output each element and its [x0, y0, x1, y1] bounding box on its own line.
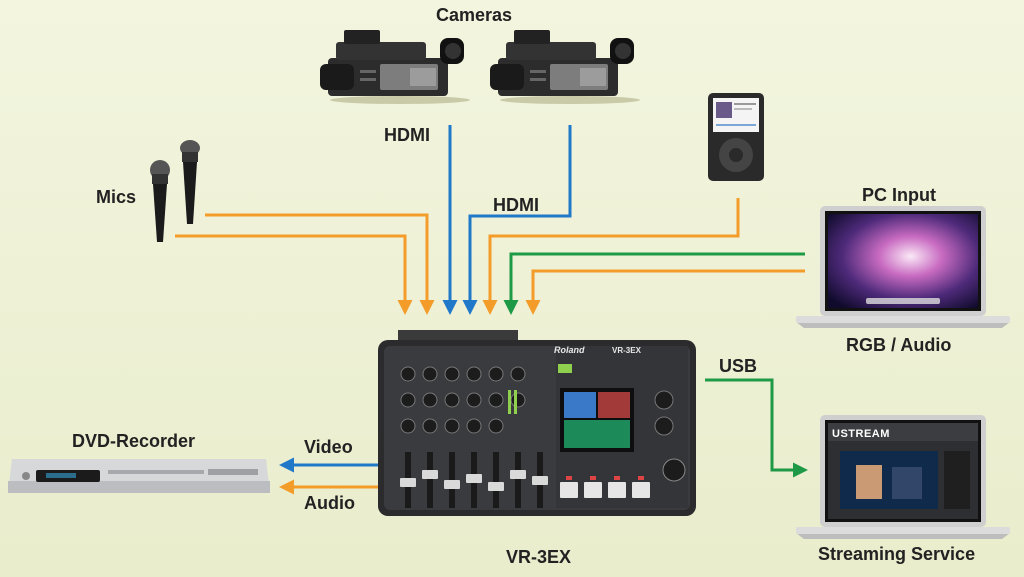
hdmi-label: HDMI: [384, 125, 430, 145]
mixer-icon: [378, 330, 696, 516]
mic-line-2: [205, 213, 435, 315]
dvd-recorder-label: DVD-Recorder: [72, 431, 196, 451]
video-label: Video: [304, 437, 353, 457]
rgb-audio-label: RGB / Audio: [846, 335, 952, 355]
streaming-service-label: Streaming Service: [818, 544, 976, 564]
mixer-label: VR-3EX: [506, 547, 572, 567]
cameras-label: Cameras: [436, 5, 513, 25]
microphone-icon: [150, 140, 200, 242]
mic-line-1: [175, 234, 413, 315]
mixer-brand-text: Roland: [554, 345, 585, 355]
dvd-recorder-icon: [8, 459, 270, 493]
mics-label: Mics: [96, 187, 137, 207]
ipod-icon: [708, 93, 764, 181]
camera-hdmi-line-2: [462, 125, 572, 315]
usb-line: [705, 378, 808, 478]
ustream-logo-text: USTREAM: [832, 428, 890, 440]
hdmi-label: HDMI: [493, 195, 539, 215]
camera-icon: [490, 30, 640, 104]
pc-input-label: PC Input: [862, 185, 936, 205]
camera-icon: [320, 30, 470, 104]
mixer-model-text: VR-3EX: [612, 346, 641, 355]
laptop-icon: [796, 415, 1010, 539]
pc-audio-line: [525, 269, 805, 315]
laptop-icon: [796, 206, 1010, 328]
usb-label: USB: [719, 356, 758, 376]
pc-rgb-line: [503, 252, 805, 315]
audio-label: Audio: [304, 493, 355, 513]
ipod-audio-line: [482, 198, 740, 315]
